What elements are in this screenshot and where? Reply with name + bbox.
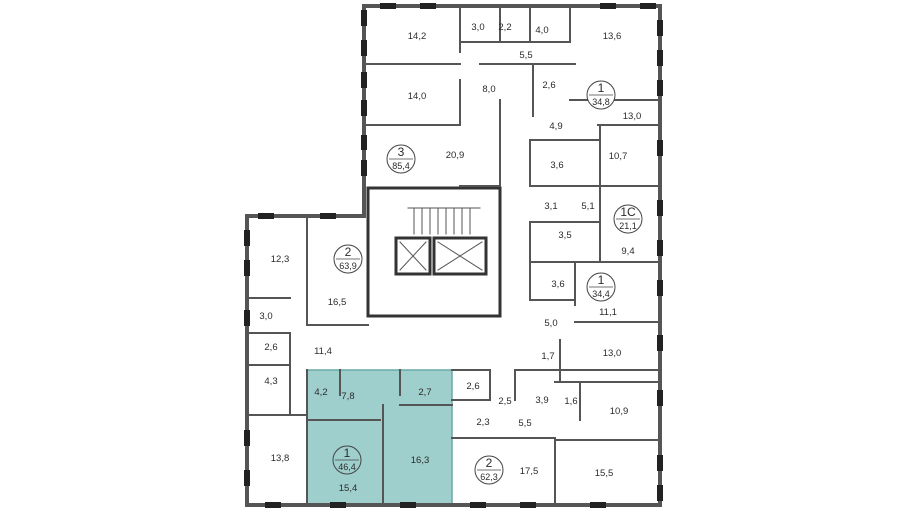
- room-area-label: 10,7: [609, 151, 628, 162]
- unit-bubble-unit-2-bottom[interactable]: 262,3: [474, 455, 504, 485]
- room-area-label: 1,6: [564, 396, 577, 407]
- room-area-label: 10,9: [610, 406, 629, 417]
- unit-rooms: 3: [398, 145, 405, 159]
- room-area-label: 5,0: [544, 318, 557, 329]
- room-area-label: 13,0: [603, 348, 622, 359]
- walls: [245, 4, 662, 507]
- unit-rooms: 1: [598, 81, 605, 95]
- unit-area: 63,9: [339, 261, 357, 271]
- room-area-label: 13,0: [623, 111, 642, 122]
- room-area-label: 4,0: [535, 25, 548, 36]
- room-area-label: 5,5: [518, 418, 531, 429]
- unit-rooms: 1: [598, 273, 605, 287]
- room-area-label: 5,5: [519, 50, 532, 61]
- room-area-label: 1,7: [541, 351, 554, 362]
- room-area-label: 11,1: [599, 307, 617, 318]
- room-area-label: 2,6: [466, 381, 479, 392]
- unit-bubble-unit-2-left[interactable]: 263,9: [333, 244, 363, 274]
- unit-bubble-unit-1-highlighted[interactable]: 146,4: [332, 445, 362, 475]
- unit-rooms: 1С: [620, 205, 636, 219]
- unit-bubble-unit-1-top-right[interactable]: 134,8: [586, 80, 616, 110]
- outer-wall-left-wing: [245, 184, 454, 507]
- stairs: [407, 207, 481, 235]
- room-area-label: 13,8: [271, 453, 290, 464]
- room-area-label: 14,0: [408, 91, 427, 102]
- room-area-label: 2,6: [264, 342, 277, 353]
- room-area-label: 17,5: [520, 466, 539, 477]
- elevator-2: [432, 236, 488, 276]
- room-area-label: 8,0: [482, 84, 495, 95]
- unit-rooms: 1: [344, 446, 351, 460]
- unit-area: 21,1: [619, 221, 637, 231]
- room-area-label: 3,6: [550, 160, 563, 171]
- room-area-label: 2,5: [498, 396, 511, 407]
- stair-core: [366, 186, 502, 318]
- room-area-label: 3,1: [544, 201, 557, 212]
- room-area-label: 2,6: [542, 80, 555, 91]
- room-area-label: 3,0: [259, 311, 272, 322]
- room-area-label: 3,6: [551, 279, 564, 290]
- room-area-label: 9,4: [621, 246, 634, 257]
- room-area-label: 13,6: [603, 31, 622, 42]
- room-area-label: 3,5: [558, 230, 571, 241]
- unit-area: 85,4: [392, 161, 410, 171]
- unit-area: 34,4: [592, 289, 610, 299]
- room-area-label: 20,9: [446, 150, 465, 161]
- room-area-label: 12,3: [271, 254, 290, 265]
- room-area-label: 16,5: [328, 297, 347, 308]
- room-area-label: 11,4: [314, 346, 332, 357]
- room-area-label: 4,2: [314, 387, 327, 398]
- room-area-label: 4,3: [264, 376, 277, 387]
- unit-bubble-unit-1c-right[interactable]: 1С 21,1: [613, 204, 643, 234]
- room-area-label: 7,8: [341, 391, 354, 402]
- room-area-label: 2,2: [498, 22, 511, 33]
- unit-area: 34,8: [592, 97, 610, 107]
- unit-bubble-unit-1-right-mid[interactable]: 134,4: [586, 272, 616, 302]
- unit-rooms: 2: [345, 245, 352, 259]
- unit-area: 46,4: [338, 462, 356, 472]
- elevator-1: [394, 236, 432, 276]
- windows: [244, 3, 663, 508]
- room-area-label: 2,7: [418, 387, 431, 398]
- room-area-label: 3,9: [535, 395, 548, 406]
- room-area-label: 5,1: [581, 201, 594, 212]
- unit-rooms: 2: [486, 456, 493, 470]
- room-area-label: 3,0: [471, 22, 484, 33]
- room-area-label: 15,5: [595, 468, 614, 479]
- room-area-label: 16,3: [411, 455, 430, 466]
- room-area-label: 15,4: [339, 483, 358, 494]
- room-area-label: 2,3: [476, 417, 489, 428]
- room-area-label: 14,2: [408, 31, 427, 42]
- unit-area: 62,3: [480, 472, 498, 482]
- unit-bubble-unit-3-top-left[interactable]: 385,4: [386, 144, 416, 174]
- room-area-label: 4,9: [549, 121, 562, 132]
